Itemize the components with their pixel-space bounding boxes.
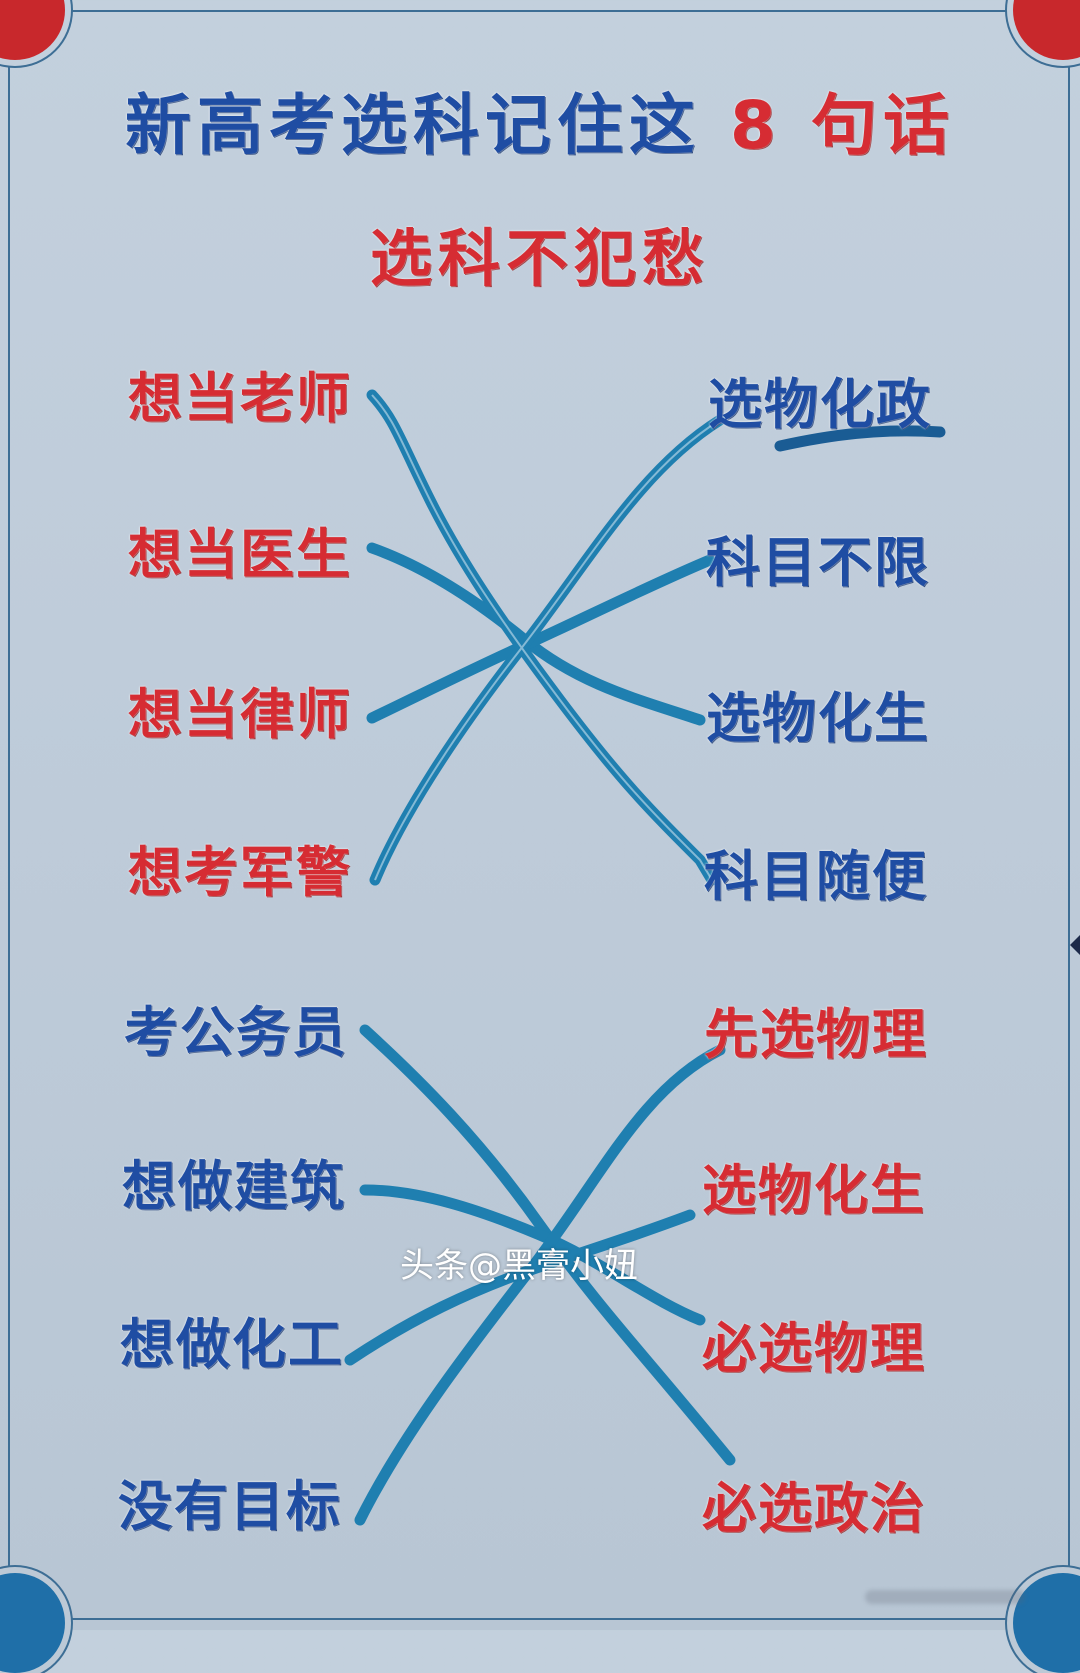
- poster-subtitle: 选科不犯愁: [369, 222, 710, 295]
- corner-decoration-top-left: [0, 0, 65, 60]
- career-label: 想考军警: [128, 841, 352, 904]
- subject-label: 选物化生: [702, 1159, 926, 1222]
- poster-title: 新高考选科记住这 8 句话: [0, 72, 1080, 168]
- title-number: 8: [730, 87, 782, 164]
- smudge-mark: [865, 1590, 1025, 1604]
- corner-decoration-bottom-left: [0, 1573, 65, 1673]
- subject-label: 科目随便: [704, 845, 928, 908]
- corner-decoration-top-right: [1013, 0, 1080, 60]
- career-label: 想当医生: [128, 523, 352, 586]
- career-label: 没有目标: [118, 1475, 342, 1538]
- career-label: 考公务员: [124, 1001, 348, 1064]
- title-suffix: 句话: [810, 87, 955, 164]
- corner-decoration-bottom-right: [1013, 1573, 1080, 1673]
- subject-label: 先选物理: [704, 1003, 928, 1066]
- watermark: 头条@黑膏小妞: [400, 1246, 638, 1286]
- subject-label: 选物化生: [706, 687, 930, 750]
- career-label: 想当老师: [128, 367, 352, 430]
- subject-label: 选物化政: [708, 373, 932, 436]
- career-label: 想做建筑: [122, 1155, 346, 1218]
- career-label: 想做化工: [120, 1313, 344, 1376]
- subject-label: 必选物理: [702, 1317, 926, 1380]
- subject-label: 科目不限: [706, 531, 930, 594]
- subject-label: 必选政治: [702, 1477, 926, 1540]
- side-marker: [1070, 935, 1080, 955]
- title-prefix: 新高考选科记住这: [125, 87, 702, 164]
- career-label: 想当律师: [128, 683, 352, 746]
